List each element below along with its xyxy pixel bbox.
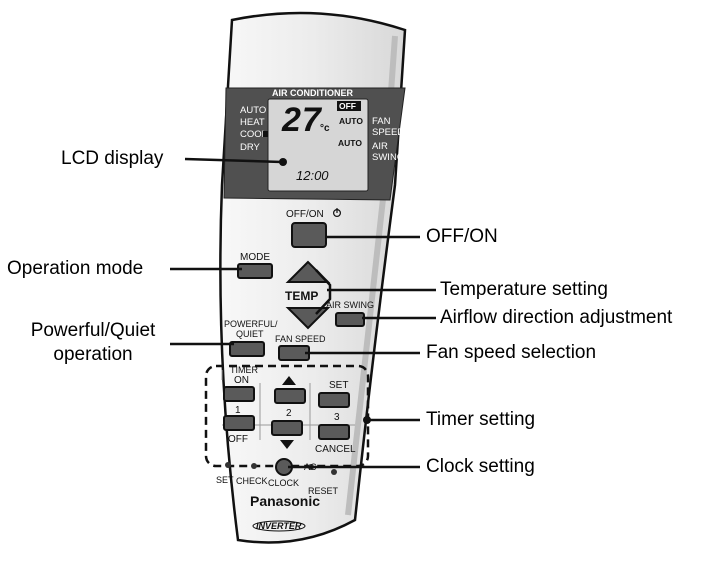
timer-num-1: 1 <box>235 405 241 416</box>
callout-clock-setting: Clock setting <box>426 456 535 477</box>
callout-airflow: Airflow direction adjustment <box>440 307 673 328</box>
lcd-clock: 12:00 <box>296 168 329 183</box>
timer-set-label: SET <box>329 380 348 391</box>
inverter-badge-swoosh <box>252 520 306 532</box>
air-swing-label: AIR SWING <box>326 300 374 310</box>
timer-off-label: OFF <box>228 434 248 445</box>
small-check-label: CHECK <box>236 476 268 486</box>
mode-heat-label: HEAT <box>240 117 265 128</box>
small-reset-button[interactable] <box>331 469 337 475</box>
lcd-swing-auto: AUTO <box>338 138 362 148</box>
callout-powerful-line-1: Powerful/Quiet <box>30 320 156 341</box>
remote-edge-highlight <box>345 35 398 516</box>
small-reset-label: RESET <box>308 486 339 496</box>
lcd-leader <box>184 157 283 164</box>
mode-button-label: MODE <box>240 252 270 263</box>
lcd-off-tag-bg <box>337 101 361 111</box>
mode-button[interactable] <box>237 263 273 279</box>
small-clock-label: CLOCK <box>268 478 299 488</box>
callout-lcd-display: LCD display <box>61 148 164 169</box>
timer-down-icon <box>280 440 294 449</box>
timer-off-button[interactable] <box>223 415 255 431</box>
lcd-fan-auto: AUTO <box>339 116 363 126</box>
timer-num-3: 3 <box>334 412 340 423</box>
power-label: OFF/ON <box>286 209 324 220</box>
callout-operation-mode: Operation mode <box>7 258 144 279</box>
callout-powerful-line-2: operation <box>53 344 133 365</box>
power-icon <box>333 208 342 218</box>
powerful-label-2: QUIET <box>236 329 264 339</box>
swing-label-1: AIR <box>372 141 388 152</box>
callout-powerful-quiet: Powerful/Quiet operation <box>21 320 165 366</box>
callout-timer-setting: Timer setting <box>426 409 536 430</box>
timer-divider <box>221 370 355 440</box>
timer-down-button[interactable] <box>271 420 303 436</box>
powerful-label-1: POWERFUL/ <box>224 319 278 329</box>
timer-up-button[interactable] <box>274 388 306 404</box>
timer-leader-dot <box>363 416 371 424</box>
lcd-off-tag: OFF <box>339 101 356 111</box>
air-swing-button[interactable] <box>335 312 365 327</box>
temp-label: TEMP <box>285 289 318 303</box>
lcd-temp-unit: °c <box>320 123 330 134</box>
mode-auto-label: AUTO <box>240 105 266 116</box>
fan-speed-button[interactable] <box>278 345 310 361</box>
timer-group-outline <box>204 364 370 468</box>
callout-off-on: OFF/ON <box>426 226 498 247</box>
timer-cancel-label: CANCEL <box>315 444 356 455</box>
timer-cancel-button[interactable] <box>318 424 350 440</box>
mode-dry-label: DRY <box>240 142 261 153</box>
lcd-screen <box>267 98 369 192</box>
power-button[interactable] <box>291 222 327 248</box>
timer-set-button[interactable] <box>318 392 350 408</box>
lcd-header: AIR CONDITIONER <box>272 88 354 98</box>
brand-logo: Panasonic <box>250 493 320 509</box>
fan-label-2: SPEED <box>372 127 404 138</box>
timer-num-2: 2 <box>286 408 292 419</box>
mode-indicator <box>263 131 268 137</box>
callout-lines <box>170 157 436 469</box>
small-set-button[interactable] <box>225 462 231 468</box>
callout-temperature-setting: Temperature setting <box>440 279 608 300</box>
temp-bracket <box>315 269 332 315</box>
lcd-temperature: 27 <box>281 101 323 139</box>
timer-on-label: ON <box>234 375 249 386</box>
timer-up-icon <box>282 376 296 385</box>
timer-label: TIMER <box>230 365 258 375</box>
powerful-button[interactable] <box>229 341 265 357</box>
inverter-badge: INVERTER <box>256 521 302 531</box>
lcd-leader-dot <box>279 158 287 166</box>
fan-speed-label: FAN SPEED <box>275 334 326 344</box>
swing-label-2: SWING <box>372 152 404 163</box>
small-check-button[interactable] <box>251 463 257 469</box>
callout-fan-speed: Fan speed selection <box>426 342 597 363</box>
small-set-label: SET <box>216 475 234 485</box>
mode-cool-label: COOL <box>240 129 267 140</box>
fan-label-1: FAN <box>372 116 391 127</box>
timer-on-button[interactable] <box>223 386 255 402</box>
